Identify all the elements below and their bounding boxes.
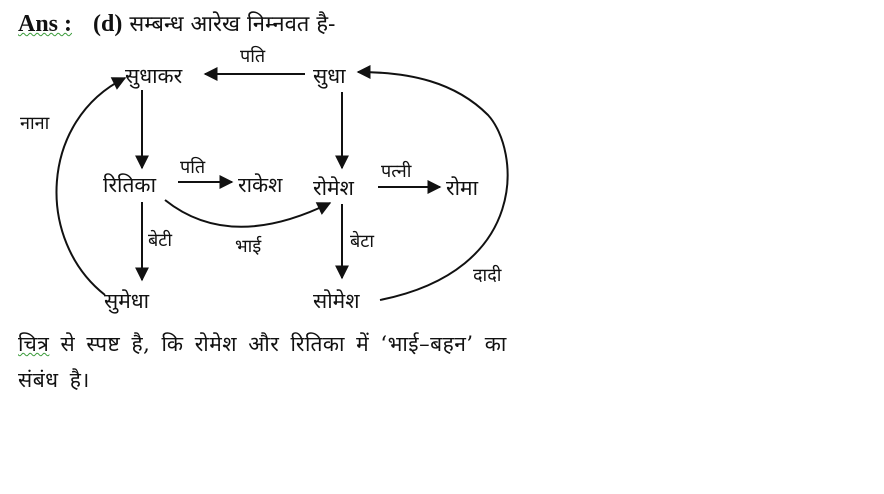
node-sudha: सुधा	[313, 64, 346, 88]
label-sudha-sudhakar: पति	[240, 46, 266, 67]
node-somesh: सोमेश	[313, 289, 360, 313]
explanation-line2: संबंध है।	[18, 368, 90, 392]
answer-label: Ans :	[18, 11, 73, 37]
edge-ritika-romesh	[164, 199, 332, 228]
explanation-text: चित्र से स्पष्ट है, कि रोमेश और रितिका म…	[18, 326, 658, 398]
label-ritika-sumedha: बेटी	[148, 230, 173, 251]
node-romesh: रोमेश	[313, 176, 354, 200]
header-text: सम्बन्ध आरेख निम्नवत है-	[129, 12, 336, 37]
label-somesh-sudha: दादी	[473, 265, 502, 286]
label-sumedha-sudhakar: नाना	[20, 113, 50, 134]
node-roma: रोमा	[446, 176, 479, 200]
node-sudhakar: सुधाकर	[125, 64, 183, 88]
answer-header: Ans : (d) सम्बन्ध आरेख निम्नवत है-	[18, 8, 335, 38]
edge-sumedha-sudhakar	[55, 77, 127, 296]
node-ritika: रितिका	[103, 173, 157, 197]
label-romesh-roma: पत्नी	[381, 161, 412, 182]
edge-somesh-sudha	[356, 65, 509, 301]
label-romesh-somesh: बेटा	[350, 231, 375, 252]
node-rakesh: राकेश	[238, 173, 283, 197]
label-ritika-romesh: भाई	[235, 236, 262, 257]
node-sumedha: सुमेधा	[104, 289, 150, 313]
explanation-first-word: चित्र	[18, 332, 50, 356]
label-ritika-rakesh: पति	[180, 157, 206, 178]
explanation-line1: से स्पष्ट है, कि रोमेश और रितिका में ‘भा…	[49, 332, 507, 356]
answer-option: (d)	[93, 11, 123, 37]
